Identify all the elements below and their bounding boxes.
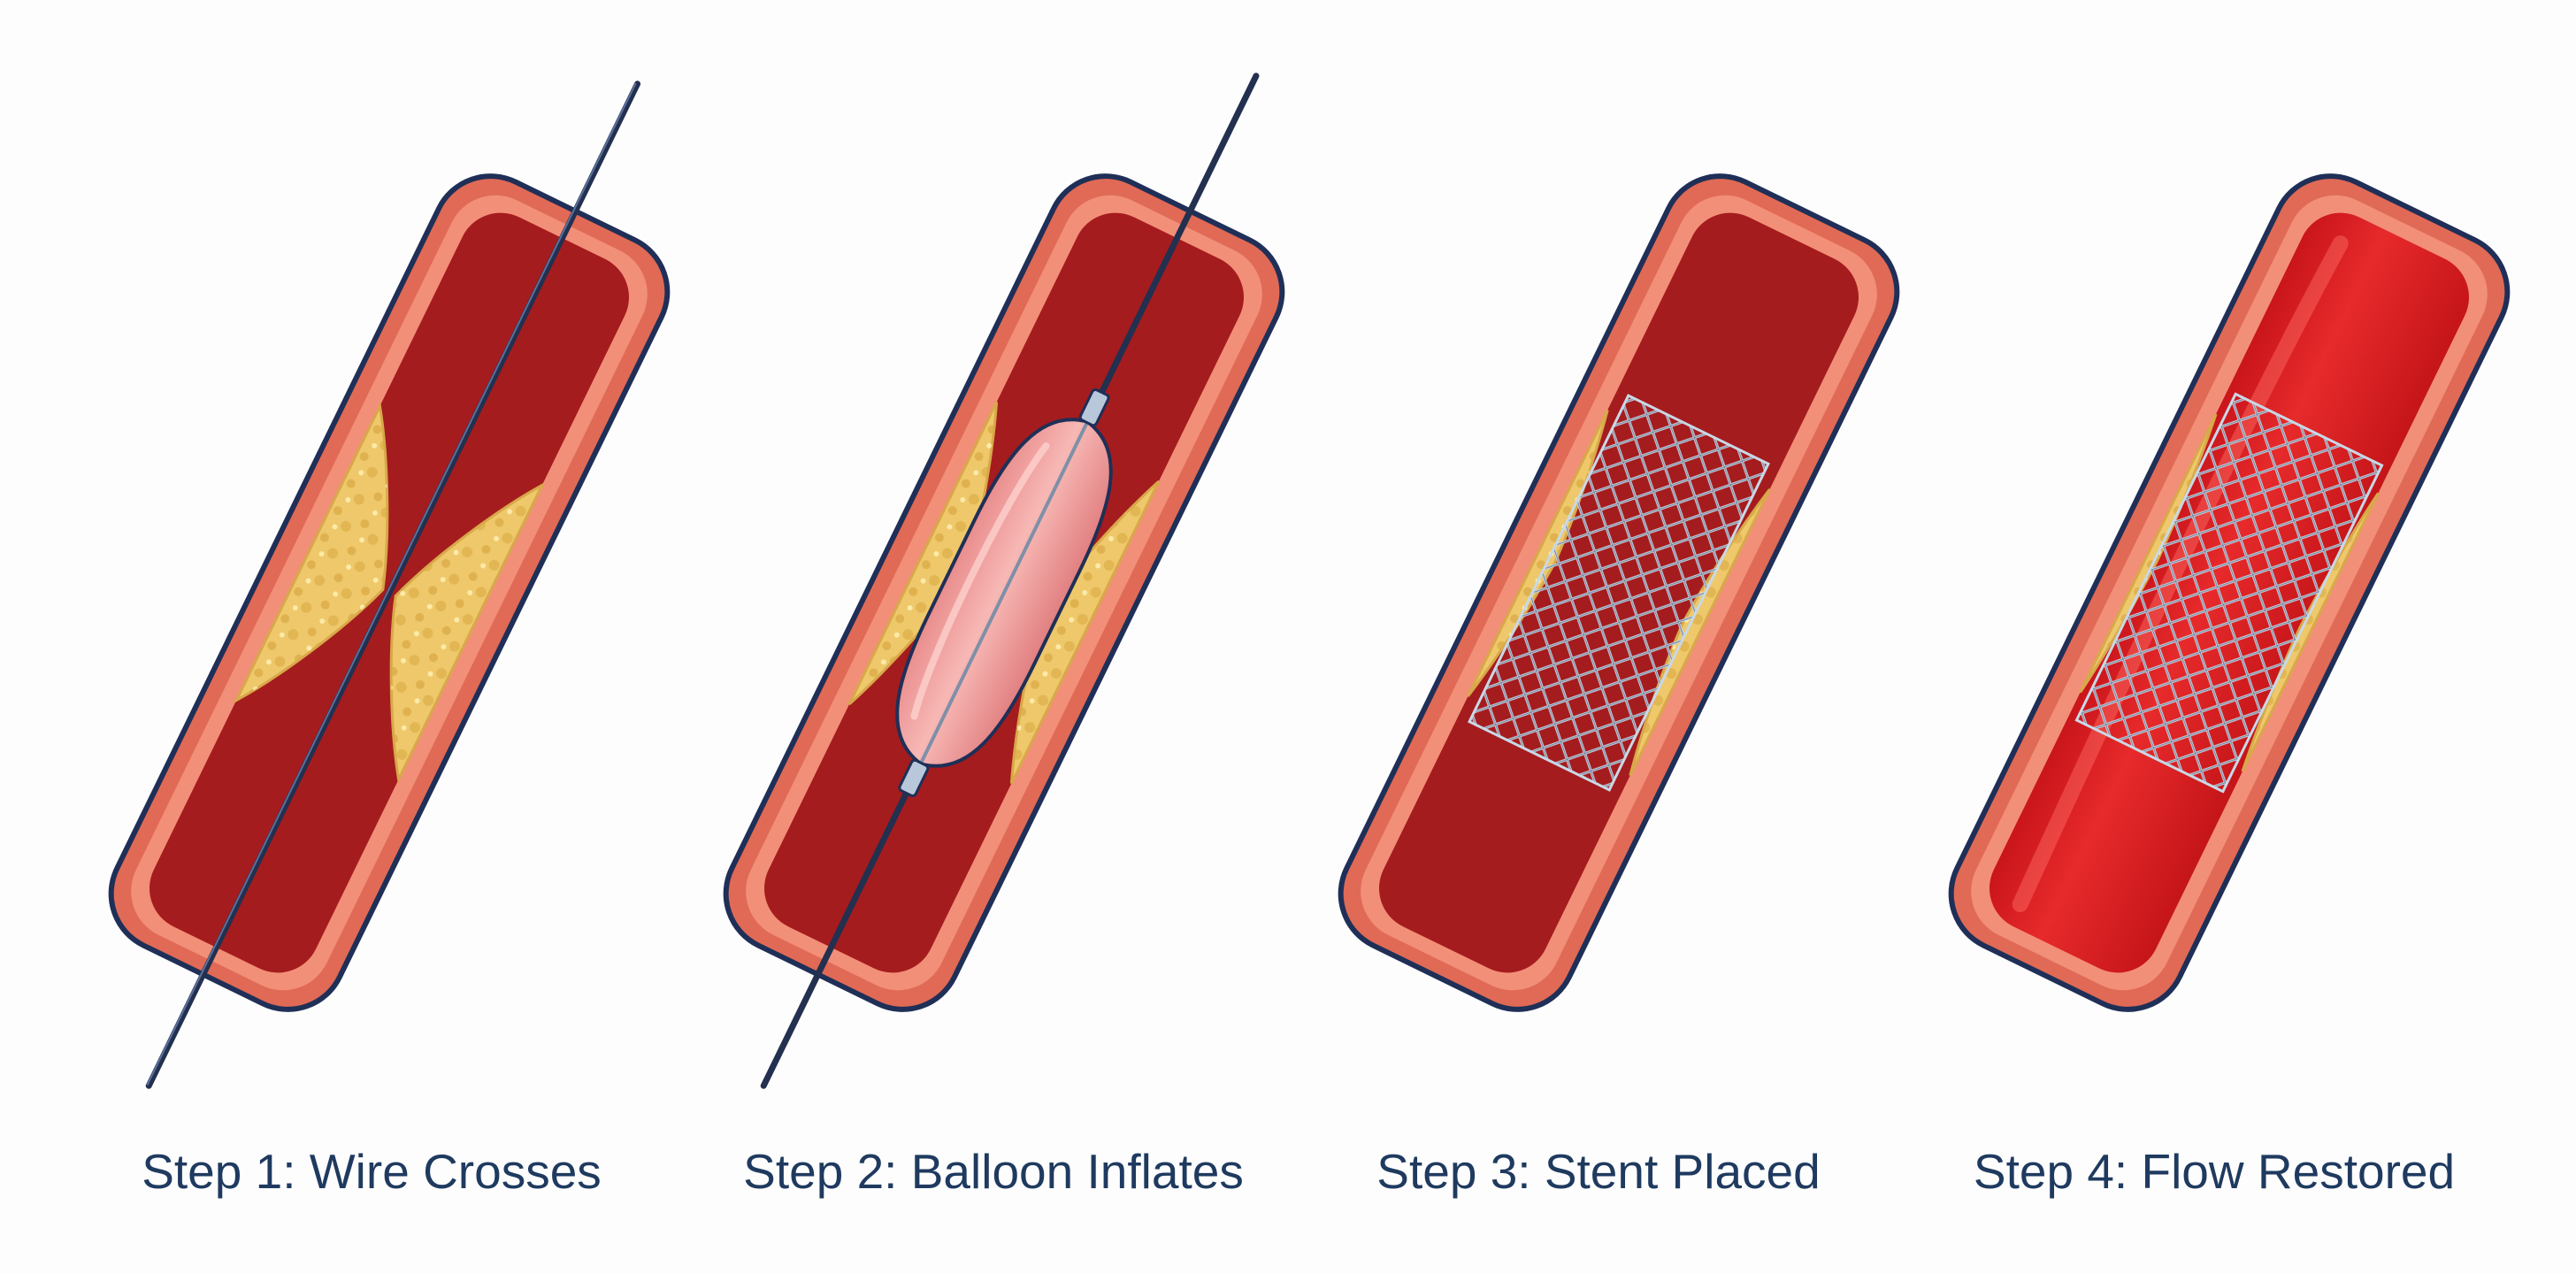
- step-4-label: Step 4: Flow Restored: [1974, 1144, 2455, 1199]
- plaque: [1467, 409, 1771, 777]
- plaque: [2079, 413, 2380, 772]
- balloon: [895, 388, 1113, 798]
- vessel-step-3: [1338, 173, 1900, 1012]
- step-1-label: Step 1: Wire Crosses: [142, 1144, 602, 1199]
- step-3-label: Step 3: Stent Placed: [1376, 1144, 1820, 1199]
- guide-wire: [145, 81, 641, 1089]
- plaque: [847, 401, 1161, 785]
- plaque: [233, 402, 546, 784]
- vessel-step-2: [723, 73, 1285, 1089]
- step-2-label: Step 2: Balloon Inflates: [743, 1144, 1244, 1199]
- vessel-step-4: [1948, 173, 2511, 1012]
- stent: [2074, 392, 2384, 794]
- vessel-step-1: [108, 81, 671, 1089]
- stent: [1468, 394, 1770, 792]
